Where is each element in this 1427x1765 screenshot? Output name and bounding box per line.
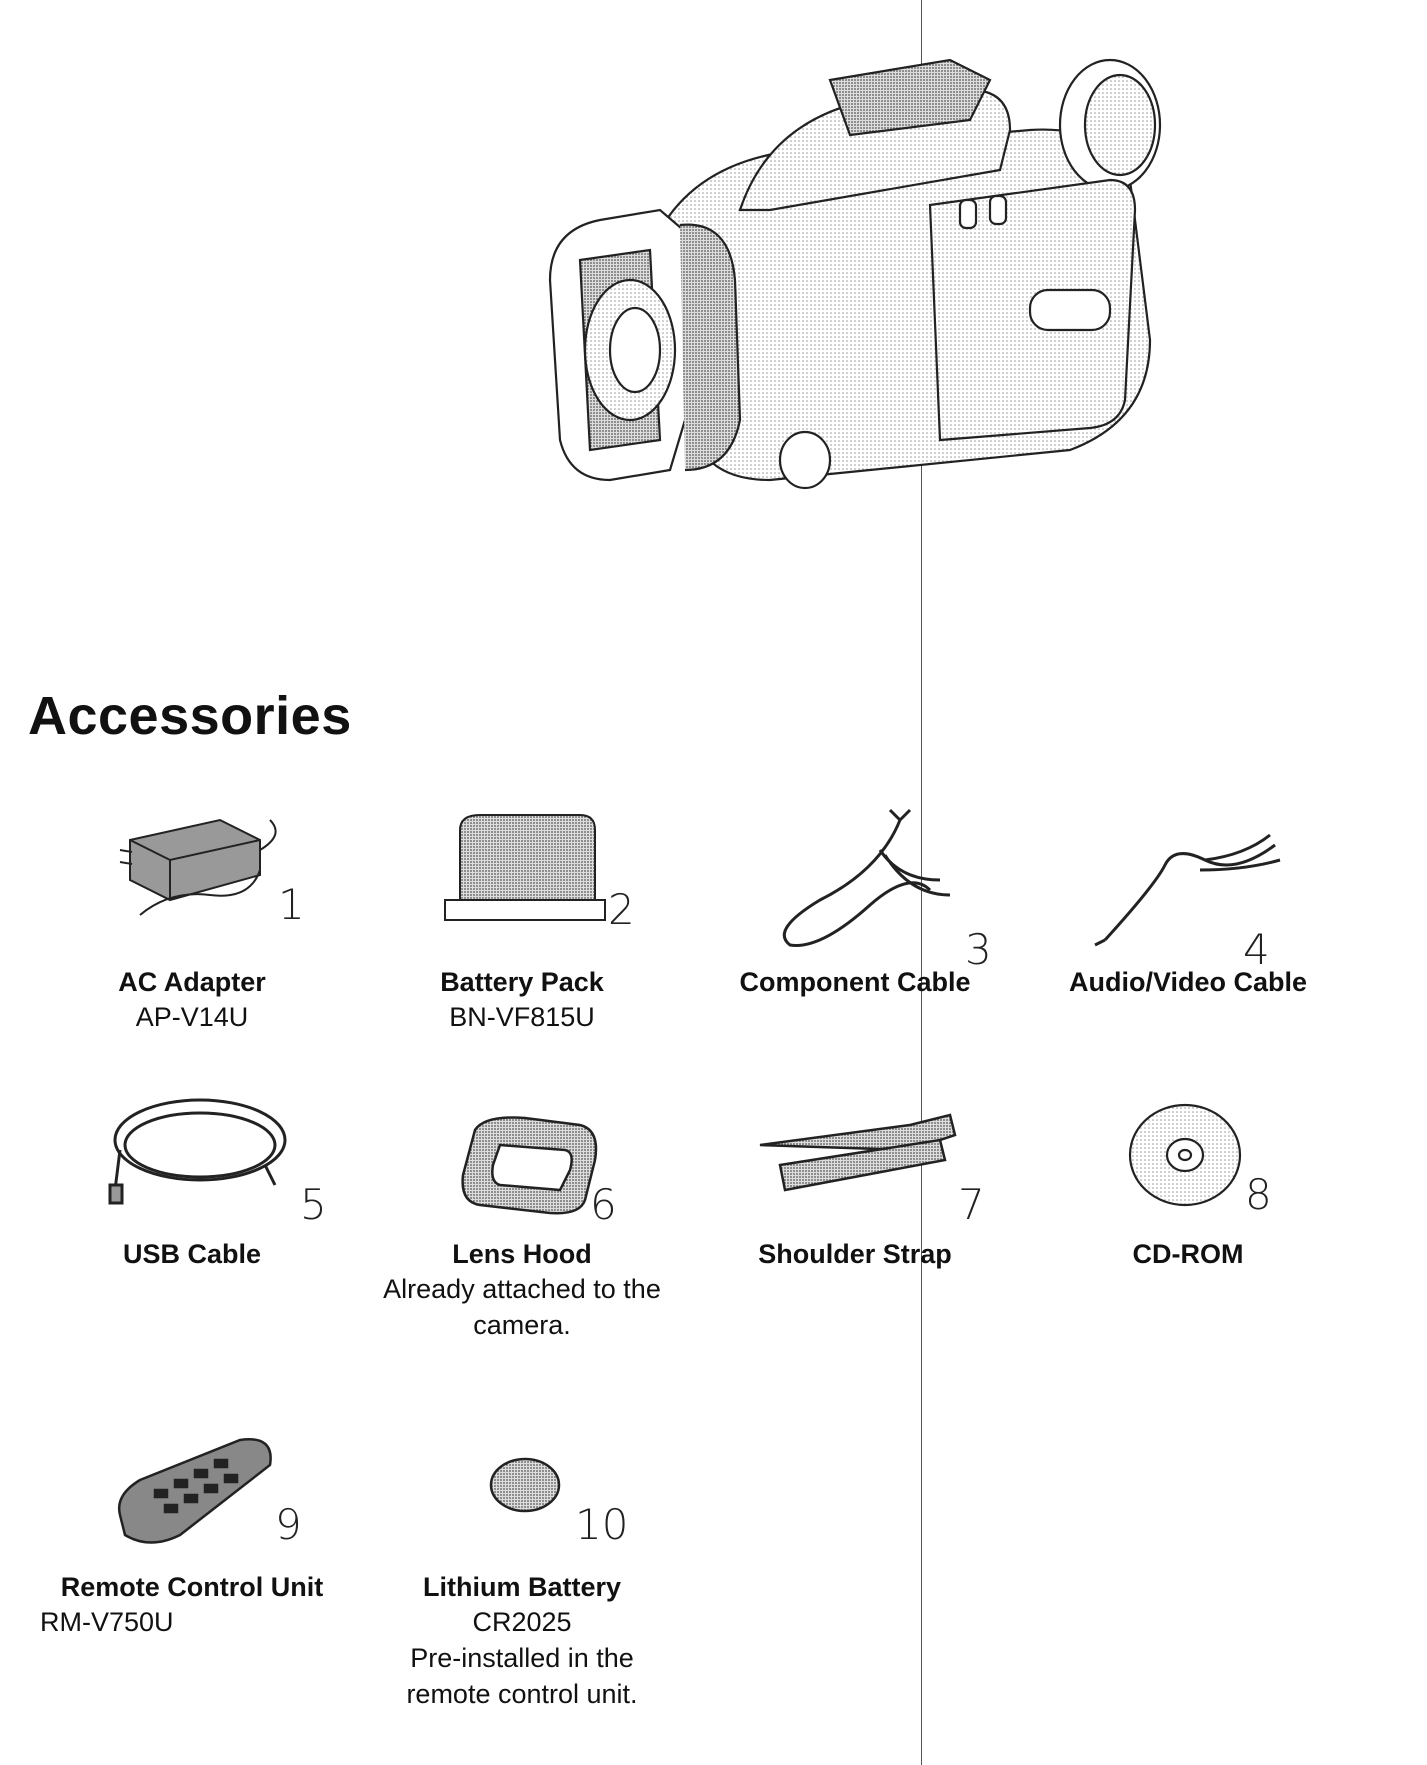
ac-adapter-icon: [119, 818, 277, 916]
accessory-name: AC Adapter: [118, 967, 266, 997]
accessory-name: Lens Hood: [452, 1239, 592, 1269]
accessory-model: AP-V14U: [135, 1002, 249, 1032]
accessory-model: RM-V750U: [40, 1607, 174, 1637]
accessory-ac-adapter: AC Adapter AP-V14U: [32, 965, 352, 1035]
item-number-10: 10: [575, 1500, 629, 1549]
accessory-name: Audio/Video Cable: [1068, 967, 1308, 997]
camcorder-illustration: [548, 58, 1162, 490]
accessory-shoulder-strap: Shoulder Strap: [695, 1237, 1015, 1271]
usb-cable-icon: [108, 1098, 287, 1205]
accessory-model: BN-VF815U: [449, 1002, 595, 1032]
accessory-name: USB Cable: [122, 1239, 262, 1269]
item-number-6: 6: [590, 1180, 617, 1229]
accessory-usb-cable: USB Cable: [32, 1237, 352, 1271]
lens-hood-icon: [461, 1116, 598, 1215]
accessory-lens-hood: Lens Hood Already attached to the camera…: [362, 1237, 682, 1343]
accessory-lithium-battery: Lithium Battery CR2025 Pre-installed in …: [362, 1570, 682, 1712]
accessory-cd-rom: CD-ROM: [1028, 1237, 1348, 1271]
accessory-name: Remote Control Unit: [60, 1572, 324, 1602]
accessory-name: Component Cable: [739, 967, 971, 997]
accessory-audio-video-cable: Audio/Video Cable: [1028, 965, 1348, 999]
accessory-name: Battery Pack: [440, 967, 604, 997]
item-number-9: 9: [275, 1500, 302, 1549]
accessory-battery-pack: Battery Pack BN-VF815U: [362, 965, 682, 1035]
battery-pack-icon: [444, 814, 606, 921]
page-title: Accessories: [28, 686, 352, 746]
item-number-7: 7: [958, 1180, 985, 1229]
accessory-note: Pre-installed in the remote control unit…: [406, 1643, 638, 1709]
item-number-5: 5: [300, 1180, 327, 1229]
accessory-note: Already attached to the camera.: [383, 1274, 661, 1340]
page-fold-line: [921, 0, 922, 1765]
accessory-name: Lithium Battery: [422, 1572, 622, 1602]
accessory-remote-control-unit: Remote Control Unit RM-V750U: [32, 1570, 352, 1640]
lithium-battery-icon: [489, 1457, 561, 1513]
cd-rom-icon: [1128, 1103, 1242, 1207]
item-number-4: 4: [1243, 925, 1270, 974]
accessory-name: Shoulder Strap: [758, 1239, 952, 1269]
remote-control-icon: [117, 1438, 272, 1544]
accessory-model: CR2025: [472, 1607, 572, 1637]
accessory-name: CD-ROM: [1132, 1239, 1244, 1269]
item-number-2: 2: [608, 885, 635, 934]
item-number-1: 1: [278, 880, 305, 929]
shoulder-strap-icon: [759, 1113, 957, 1192]
accessory-component-cable: Component Cable: [695, 965, 1015, 999]
item-number-8: 8: [1245, 1170, 1272, 1219]
component-cable-icon: [782, 808, 951, 947]
item-number-3: 3: [965, 925, 992, 974]
av-cable-icon: [1094, 833, 1281, 947]
